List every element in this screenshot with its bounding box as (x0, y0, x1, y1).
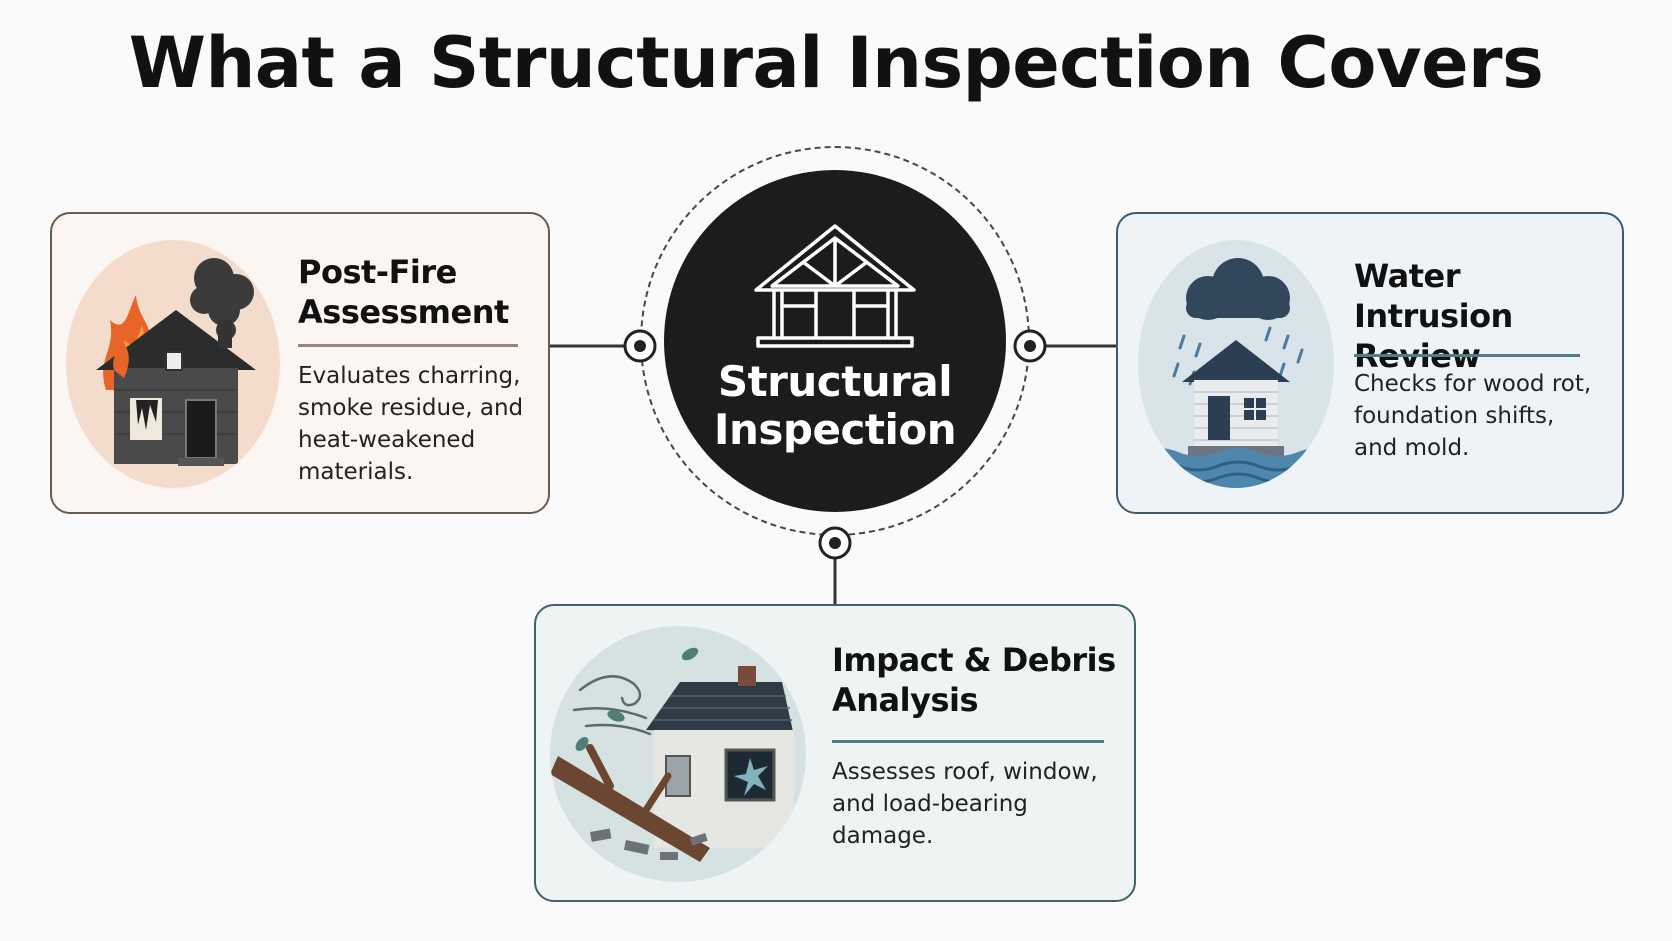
card-title-line1: Water Intrusion (1354, 257, 1513, 335)
card-water-intrusion: Water Intrusion Review Checks for wood r… (1116, 212, 1624, 514)
card-divider (832, 740, 1104, 743)
desc-line: Assesses roof, window, (832, 759, 1098, 785)
desc-line: heat-weakened (298, 427, 476, 453)
house-frame-icon (754, 224, 916, 348)
card-title-line2: Analysis (832, 681, 979, 719)
hub-label: Structural Inspection (664, 358, 1006, 454)
desc-line: foundation shifts, (1354, 403, 1555, 429)
hub-label-line1: Structural (717, 357, 953, 406)
desc-line: smoke residue, and (298, 395, 524, 421)
card-title-line2: Assessment (298, 293, 509, 331)
desc-line: Checks for wood rot, (1354, 371, 1592, 397)
page-title: What a Structural Inspection Covers (128, 22, 1544, 104)
card-title-line1: Post-Fire (298, 253, 457, 291)
desc-line: Evaluates charring, (298, 363, 521, 389)
card-title: Post-Fire Assessment (298, 252, 509, 332)
hub-circle (664, 170, 1006, 512)
desc-line: materials. (298, 459, 414, 485)
card-title: Water Intrusion Review (1354, 256, 1622, 376)
card-title: Impact & Debris Analysis (832, 640, 1116, 720)
node-dot-right (1013, 329, 1047, 363)
card-divider (298, 344, 518, 347)
storm-damaged-house-icon (550, 626, 806, 882)
card-description: Evaluates charring, smoke residue, and h… (298, 360, 523, 488)
card-impact-debris: Impact & Debris Analysis Assesses roof, … (534, 604, 1136, 902)
card-description: Checks for wood rot, foundation shifts, … (1354, 368, 1591, 464)
burning-house-icon (66, 240, 280, 488)
card-divider (1354, 354, 1580, 357)
desc-line: and load-bearing (832, 791, 1028, 817)
card-post-fire: Post-Fire Assessment Evaluates charring,… (50, 212, 550, 514)
card-description: Assesses roof, window, and load-bearing … (832, 756, 1098, 852)
flooded-house-icon (1138, 240, 1334, 488)
hub-label-line2: Inspection (713, 405, 957, 454)
desc-line: damage. (832, 823, 934, 849)
desc-line: and mold. (1354, 435, 1470, 461)
card-title-line1: Impact & Debris (832, 641, 1116, 679)
node-dot-left (623, 329, 657, 363)
node-dot-bottom (818, 526, 852, 560)
